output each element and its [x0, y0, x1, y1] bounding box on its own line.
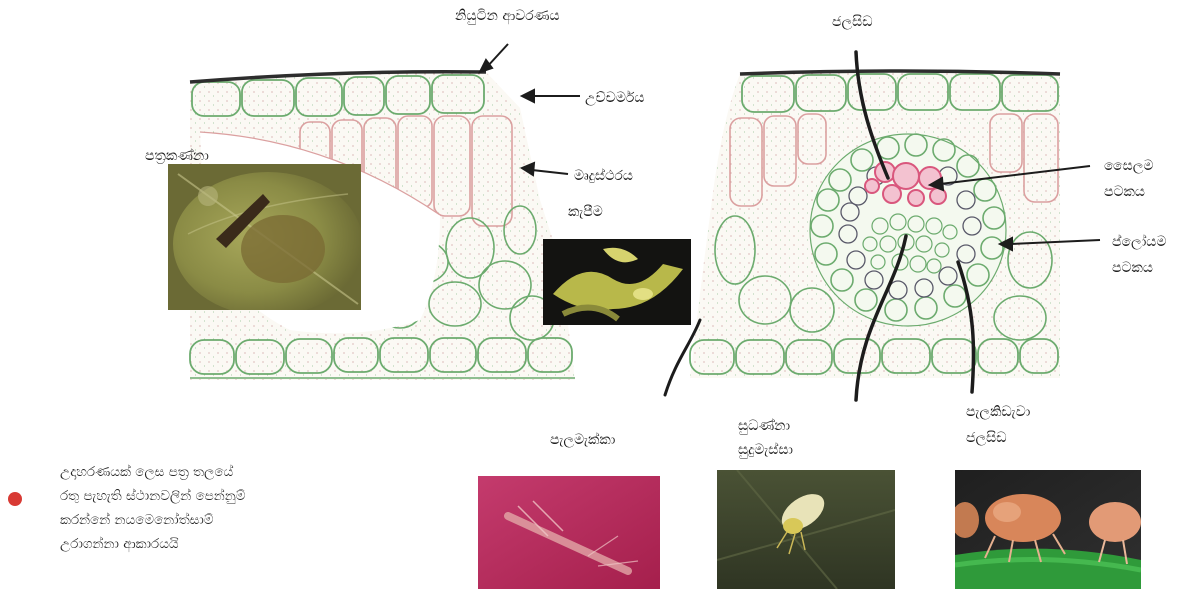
- label-xylem-1: සෛලම: [1104, 158, 1153, 174]
- leaf-right-fragment: [690, 71, 1060, 378]
- thrips-image: [478, 476, 660, 589]
- photo-whitefly: [717, 470, 895, 589]
- label-xylem-2: පටකය: [1104, 184, 1145, 200]
- label-aphid-2: ජලසිඩ: [966, 430, 1007, 446]
- note-line-2: රතු පැහැති ස්ථානවලින් පෙන්නුම්: [60, 484, 245, 508]
- label-mesophyll: මෘදුස්ථරය: [574, 168, 633, 184]
- note-caption: උදාහරණයක් ලෙස පත්‍ර තලයේ රතු පැහැති ස්ථා…: [60, 460, 245, 556]
- label-epidermis: උච්චර්මය: [585, 90, 644, 106]
- aphid-image: [955, 470, 1141, 589]
- note-line-4: උරාගන්නා ආකාරයයි: [60, 532, 245, 556]
- label-whitefly-1: සුධණ්නා: [738, 418, 791, 435]
- label-phloem-2: පටකය: [1112, 260, 1153, 276]
- note-line-3: කරන්නේ නයමෙනෝත්සාම්: [60, 508, 245, 532]
- whitefly-image: [717, 470, 895, 589]
- vascular-bundle: [810, 134, 1006, 326]
- label-leaf-miner: පත්‍රකණ්නා: [145, 148, 209, 165]
- photo-thrips: [478, 476, 660, 589]
- label-stylet: ජලසිඩ: [832, 14, 873, 30]
- photo-mites: [543, 239, 691, 325]
- red-dot-icon: [8, 492, 22, 506]
- label-thrips: පැලමැක්කා: [550, 432, 616, 448]
- note-line-1: උදාහරණයක් ලෙස පත්‍ර තලයේ: [60, 460, 245, 484]
- label-whitefly-2: සුදුමැස්සා: [738, 442, 793, 459]
- mites-image: [543, 239, 691, 325]
- label-cuticle: නියුටින ආවරණය: [455, 8, 560, 25]
- leaf-miner-image: [168, 164, 361, 310]
- photo-leaf-miner: [168, 164, 361, 310]
- label-mites: කැපීම: [568, 204, 603, 220]
- label-phloem-1: ප්ලෝයම: [1112, 234, 1166, 250]
- label-aphid-1: පැලකිඩැවා: [966, 404, 1031, 420]
- photo-aphid: [955, 470, 1141, 589]
